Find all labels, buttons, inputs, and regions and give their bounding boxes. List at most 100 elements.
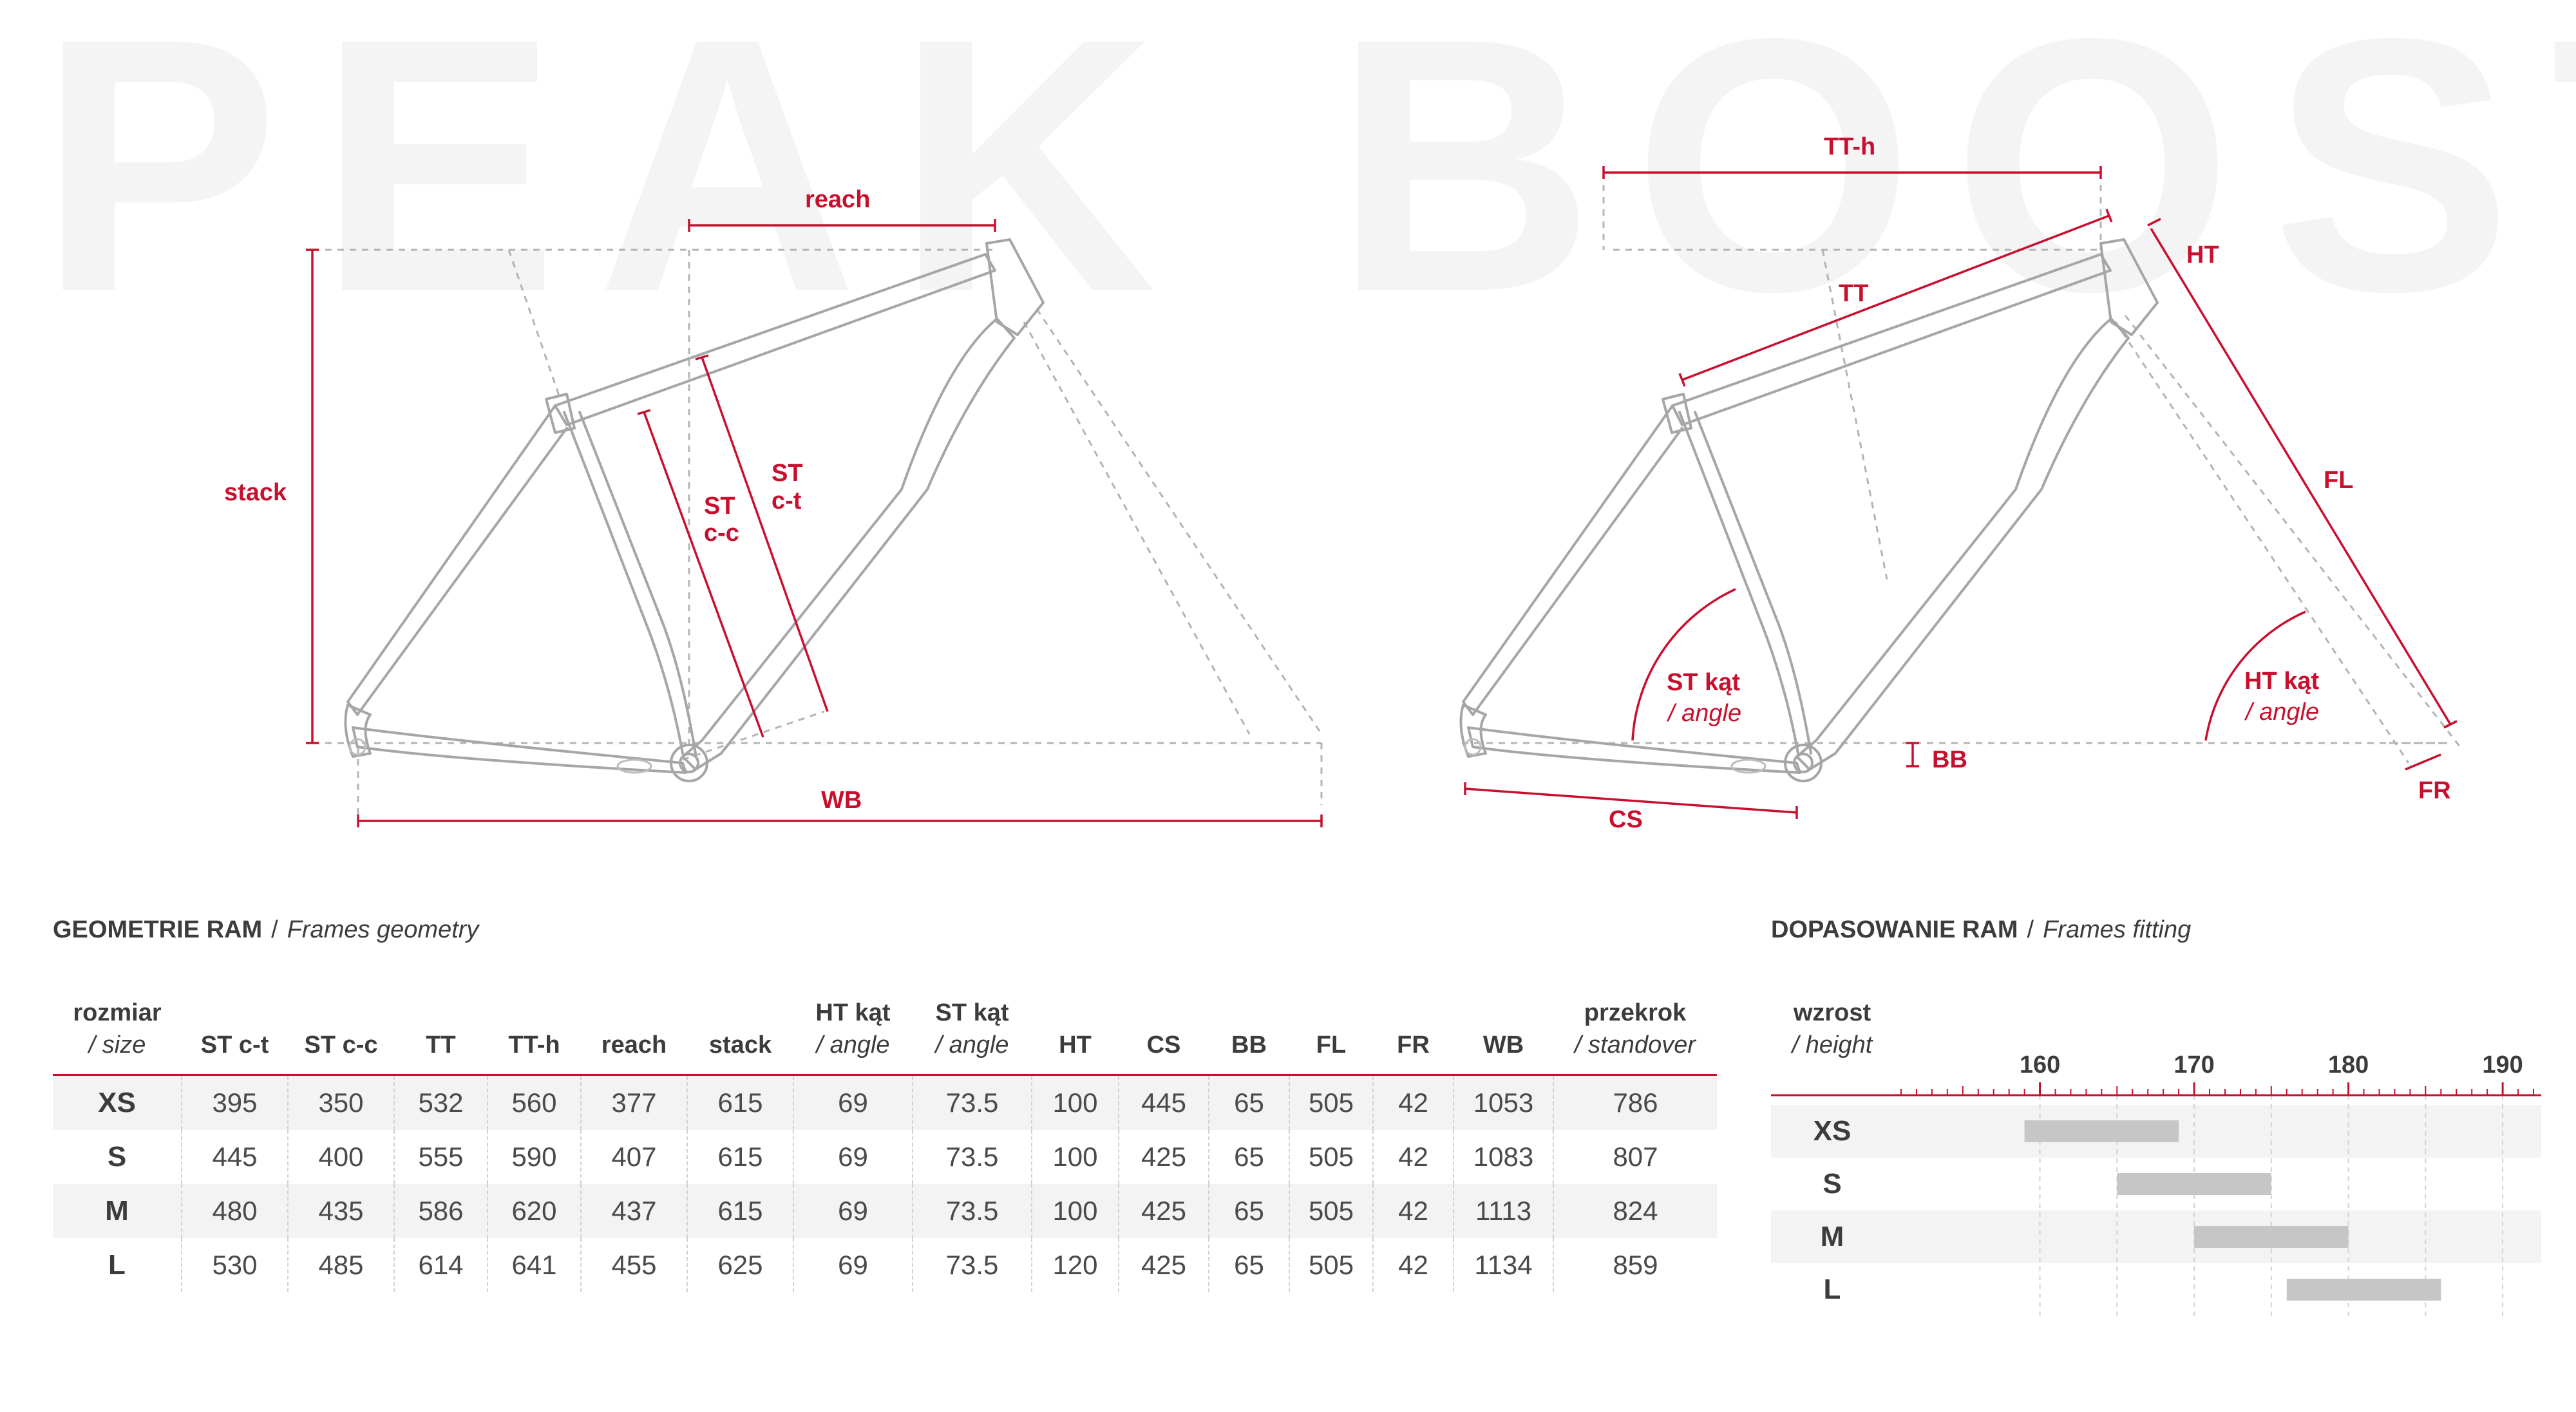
geometry-value-cell: 615 xyxy=(687,1075,794,1130)
geometry-size-cell: S xyxy=(53,1130,182,1184)
geometry-col-header: BB xyxy=(1209,997,1289,1076)
geometry-value-cell: 1083 xyxy=(1454,1130,1554,1184)
fitting-size-label: XS xyxy=(1814,1115,1852,1147)
geometry-value-cell: 42 xyxy=(1373,1130,1454,1184)
geometry-value-cell: 73.5 xyxy=(913,1075,1032,1130)
geometry-value-cell: 505 xyxy=(1289,1075,1374,1130)
stack-label: stack xyxy=(224,479,287,506)
geometry-value-cell: 400 xyxy=(288,1130,395,1184)
geometry-value-cell: 445 xyxy=(182,1130,289,1184)
geometry-col-header: FL xyxy=(1289,997,1373,1076)
geometry-value-cell: 530 xyxy=(182,1238,289,1292)
geometry-value-cell: 505 xyxy=(1289,1184,1374,1238)
geometry-title: GEOMETRIE RAM/Frames geometry xyxy=(53,916,478,944)
st-ct-label-1: ST xyxy=(772,460,803,487)
geometry-value-cell: 100 xyxy=(1032,1184,1119,1238)
geometry-value-cell: 615 xyxy=(687,1130,794,1184)
cs-label: CS xyxy=(1609,806,1643,833)
fitting-title: DOPASOWANIE RAM/Frames fitting xyxy=(1771,916,2191,944)
watermark-text: PEAK BOOST xyxy=(39,0,2576,366)
geometry-value-cell: 65 xyxy=(1209,1130,1290,1184)
geometry-col-header-sub: / standover xyxy=(1575,1031,1696,1059)
geometry-value-cell: 73.5 xyxy=(913,1238,1032,1292)
fitting-size-label: L xyxy=(1824,1274,1841,1305)
geometry-col-header: stack xyxy=(687,997,793,1076)
geometry-value-cell: 555 xyxy=(394,1130,488,1184)
geometry-col-header: HT xyxy=(1032,997,1119,1076)
geometry-value-cell: 425 xyxy=(1119,1184,1209,1238)
fitting-title-separator: / xyxy=(2027,916,2034,943)
geometry-value-cell: 350 xyxy=(288,1075,395,1130)
geometry-value-cell: 407 xyxy=(581,1130,688,1184)
geometry-value-cell: 859 xyxy=(1613,1250,1658,1280)
fitting-tick-label: 190 xyxy=(2482,1051,2523,1078)
ht-label: HT xyxy=(2186,241,2219,268)
geometry-value-cell: 100 xyxy=(1032,1130,1119,1184)
fl-label: FL xyxy=(2324,467,2353,494)
fitting-row-bg xyxy=(1771,1210,2541,1263)
geometry-value-cell: 1113 xyxy=(1454,1184,1554,1238)
geometry-value-cell: 641 xyxy=(488,1238,582,1292)
geometry-value-cell: 455 xyxy=(581,1238,688,1292)
geometry-col-header: TT-h xyxy=(488,997,581,1076)
geometry-col-header-label: rozmiar xyxy=(73,999,162,1026)
geometry-value-cell: 1053 xyxy=(1454,1075,1554,1130)
geometry-value-cell: 505 xyxy=(1289,1238,1374,1292)
geometry-col-header-label: TT-h xyxy=(508,1031,560,1059)
geometry-value-cell: 120 xyxy=(1032,1238,1119,1292)
geometry-col-header-label: BB xyxy=(1231,1031,1267,1059)
geometry-value-cell: 807 xyxy=(1613,1142,1658,1172)
ht-angle-sub-label: / angle xyxy=(2244,699,2319,726)
left-frame-diagram: reach stack ST c-t ST c-c WB xyxy=(224,186,1323,827)
geometry-col-header-label: CS xyxy=(1146,1031,1181,1059)
geometry-value-cell: 65 xyxy=(1209,1075,1290,1130)
tt-label: TT xyxy=(1839,280,1868,307)
geometry-value-cell: 437 xyxy=(581,1184,688,1238)
geometry-value-cell: 69 xyxy=(793,1130,913,1184)
geometry-value-cell: 100 xyxy=(1032,1075,1119,1130)
geometry-value-cell: 1134 xyxy=(1454,1238,1554,1292)
geometry-value-cell: 42 xyxy=(1373,1075,1454,1130)
st-cc-label-1: ST xyxy=(704,493,735,520)
fitting-range-bar xyxy=(2117,1173,2271,1195)
fitting-tick-label: 160 xyxy=(2020,1051,2060,1078)
geometry-col-header-label: HT xyxy=(1059,1031,1092,1059)
geometry-value-cell: 445 xyxy=(1119,1075,1209,1130)
geometry-col-header: CS xyxy=(1119,997,1209,1076)
reach-label: reach xyxy=(805,186,870,213)
geometry-col-header-sub: / angle xyxy=(816,1031,890,1059)
geometry-value-cell: 586 xyxy=(394,1184,488,1238)
geometry-col-header-sub: / angle xyxy=(935,1031,1009,1059)
fitting-height-header-top: wzrost xyxy=(1793,999,1871,1026)
geometry-col-header-label: ST kąt xyxy=(935,999,1009,1026)
geometry-value-cell: 69 xyxy=(793,1184,913,1238)
geometry-value-cell: 65 xyxy=(1209,1184,1290,1238)
geometry-size-cell: M xyxy=(53,1184,182,1238)
geometry-value-cell: 395 xyxy=(182,1075,289,1130)
geometry-title-pl: GEOMETRIE RAM xyxy=(53,916,263,943)
geometry-value-cell: 69 xyxy=(793,1075,913,1130)
geometry-value-cell: 485 xyxy=(288,1238,395,1292)
fitting-range-bar xyxy=(2194,1226,2349,1248)
fitting-title-pl: DOPASOWANIE RAM xyxy=(1771,916,2018,943)
geometry-value-cell: 435 xyxy=(288,1184,395,1238)
fitting-range-bar xyxy=(2286,1279,2441,1301)
geometry-col-header: TT xyxy=(394,997,488,1076)
geometry-col-header-label: ST c-c xyxy=(304,1031,378,1059)
fitting-range-bar xyxy=(2024,1120,2179,1142)
st-ct-label-2: c-t xyxy=(772,487,802,514)
geometry-size-cell: XS xyxy=(53,1075,182,1130)
right-frame-diagram: TT-h TT HT FL ST kąt / angle HT kąt / an… xyxy=(1459,133,2461,833)
geometry-col-header-label: WB xyxy=(1482,1031,1524,1059)
st-cc-label-2: c-c xyxy=(704,520,739,547)
fr-label: FR xyxy=(2418,777,2451,804)
geometry-value-cell: 505 xyxy=(1289,1130,1374,1184)
